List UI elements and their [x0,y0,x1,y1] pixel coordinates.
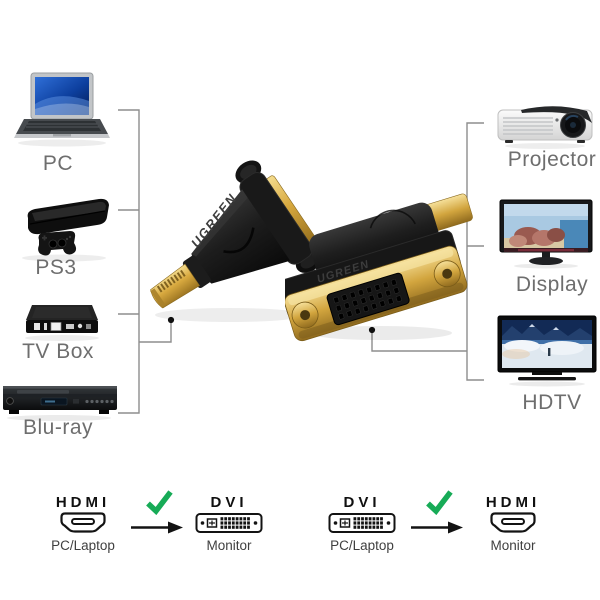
ps3-label: PS3 [35,256,77,279]
pc-image [14,72,110,147]
arrow-right-icon [131,521,183,534]
projector-vents [503,117,553,135]
hdtv-image [497,315,597,387]
display-screen [504,204,588,248]
flow2-source-device: PC/Laptop [330,538,394,553]
ps3-image [22,198,109,262]
body-groove [369,209,416,229]
dvi-connector-icon [195,513,263,533]
display-stand [529,257,563,265]
flow2-source-type: DVI [343,494,381,511]
check-icon [426,490,453,515]
display-label: Display [515,273,589,296]
check-icon [146,490,173,515]
ps3-controller [38,231,77,256]
flow1-source-type: HDMI [55,494,111,511]
tv-box-label: TV Box [22,340,94,363]
pc-label: PC [42,152,74,175]
right-bracket [466,122,484,381]
adapter-dvi-female-view: UGREEN [285,193,473,342]
flow1-target-type: DVI [210,494,248,511]
arrow-right-icon [411,521,463,534]
hdtv-screen [502,320,592,368]
dvi-connector-icon [328,513,396,533]
tv-box-ports [34,322,91,331]
left-bracket [118,109,140,414]
hdtv-stand [518,377,576,381]
hdmi-connector-icon [490,512,536,533]
projector-label: Projector [507,148,597,171]
projector-image [497,106,593,149]
hdtv-label: HDTV [522,391,582,414]
adapter-hdmi-male-view: UGREEN [150,160,322,322]
flow2-target-type: HDMI [485,494,541,511]
flow1-source-device: PC/Laptop [51,538,115,553]
right-pointer-dot [368,326,376,334]
flow1-target-device: Monitor [206,538,252,553]
left-pointer-line [139,323,172,343]
body-groove [223,227,255,254]
blu-ray-label: Blu-ray [22,416,94,439]
right-pointer-line [371,333,467,352]
hdmi-connector-icon [60,512,106,533]
display-image [499,199,593,269]
tv-box-image [25,305,99,341]
blu-ray-image [3,386,117,421]
flow2-target-device: Monitor [490,538,536,553]
left-pointer-dot [167,316,175,324]
